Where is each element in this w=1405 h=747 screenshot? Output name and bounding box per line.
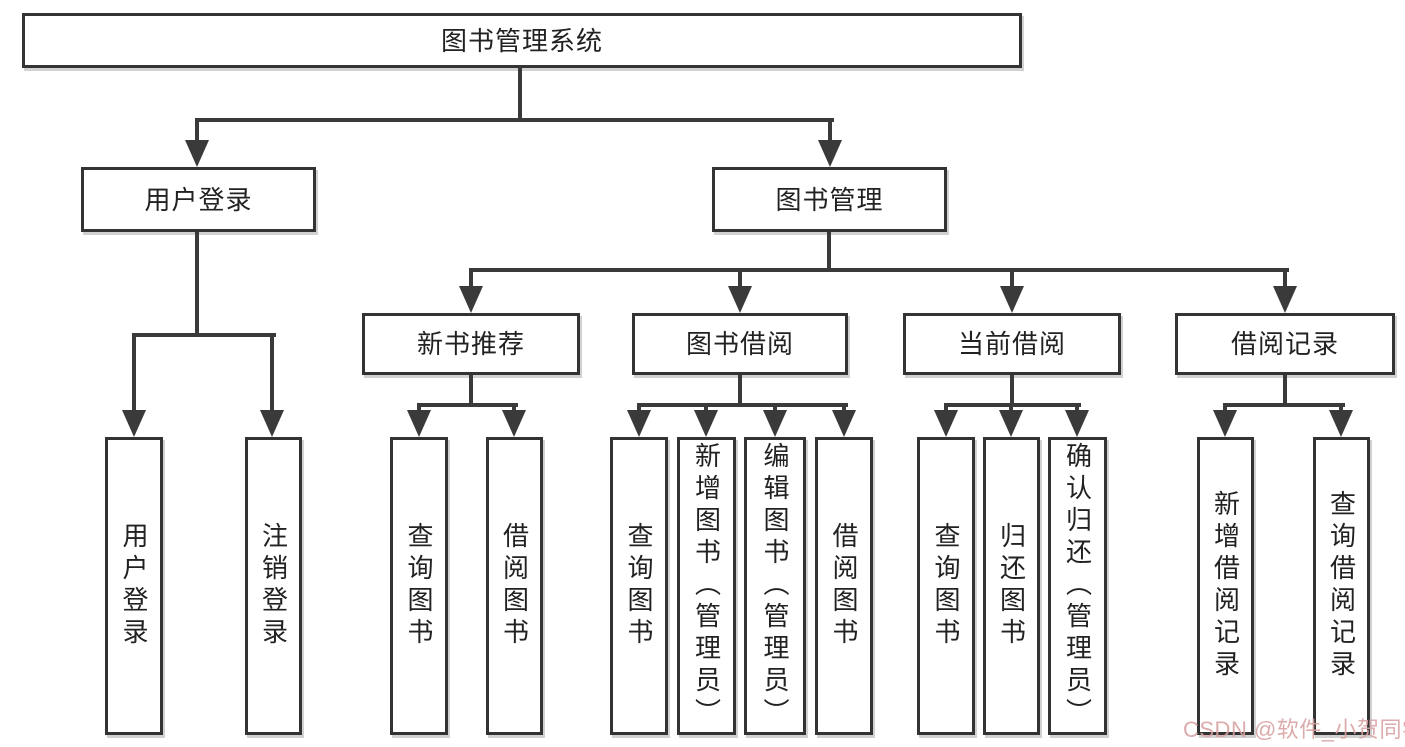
arrow-down-icon (999, 410, 1023, 437)
node-current-borrow-label: 当前借阅 (957, 329, 1066, 359)
arrow-down-icon (502, 410, 526, 437)
node-user-login-label: 用户登录 (144, 184, 253, 215)
leaf-nb-query-books-label: 查询图书 (404, 522, 434, 650)
leaf-bb-add-books-admin: 新增图书（管理员） (677, 437, 736, 735)
leaf-br-query-record: 查询借阅记录 (1313, 437, 1370, 735)
node-new-book-recommend-label: 新书推荐 (416, 329, 525, 359)
leaf-cb-query-books: 查询图书 (917, 437, 975, 735)
leaf-cb-query-books-label: 查询图书 (931, 522, 961, 650)
arrow-down-icon (832, 410, 856, 437)
leaf-bb-edit-books-admin: 编辑图书（管理员） (744, 437, 806, 735)
connector-to-current-borrow (1010, 268, 1014, 290)
arrow-down-icon (260, 410, 284, 437)
leaf-user-login-label: 用户登录 (119, 522, 149, 650)
leaf-nb-query-books: 查询图书 (390, 437, 448, 735)
arrow-down-icon (818, 140, 842, 167)
connector-to-book-borrow (738, 268, 742, 290)
node-root-label: 图书管理系统 (440, 25, 603, 56)
connector-leaf (417, 403, 421, 415)
node-book-mgmt-label: 图书管理 (775, 184, 884, 215)
leaf-nb-borrow-books-label: 借阅图书 (499, 522, 530, 650)
connector-leaf (1075, 403, 1079, 415)
arrow-down-icon (185, 140, 209, 167)
connector-leaf (773, 403, 777, 415)
leaf-logout-label: 注销登录 (258, 522, 289, 650)
leaf-br-add-record-label: 新增借阅记录 (1210, 490, 1241, 682)
connector-book-borrow-split (637, 403, 848, 407)
connector-user-login-split (132, 333, 276, 337)
connector-leaf (1009, 403, 1013, 415)
connector-leaf (842, 403, 846, 415)
arrow-down-icon (459, 286, 483, 313)
arrow-down-icon (1213, 410, 1237, 437)
connector-user-login-stem (195, 232, 199, 337)
connector-to-book-mgmt (828, 118, 832, 144)
connector-leaf (637, 403, 641, 415)
arrow-down-icon (407, 410, 431, 437)
connector-root-split (195, 118, 834, 122)
node-borrow-records-label: 借阅记录 (1230, 329, 1339, 359)
connector-borrow-records-stem (1283, 375, 1287, 405)
arrow-down-icon (1329, 410, 1353, 437)
node-book-borrow-label: 图书借阅 (685, 329, 794, 359)
connector-new-book-stem (469, 375, 473, 405)
node-current-borrow: 当前借阅 (903, 313, 1121, 375)
connector-new-book-split (417, 403, 518, 407)
leaf-bb-borrow-books-label: 借阅图书 (829, 522, 859, 650)
arrow-down-icon (728, 286, 752, 313)
leaf-cb-return-books: 归还图书 (983, 437, 1040, 735)
connector-leaf (512, 403, 516, 415)
connector-root-stem (518, 68, 522, 120)
leaf-cb-confirm-return-admin-label: 确认归还（管理员） (1062, 442, 1093, 730)
connector-borrow-records-split (1223, 403, 1345, 407)
connector-leaf (1223, 403, 1227, 415)
arrow-down-icon (1000, 286, 1024, 313)
arrow-down-icon (122, 410, 146, 437)
connector-to-leaf-user-login (132, 333, 136, 413)
arrow-down-icon (934, 410, 958, 437)
node-borrow-records: 借阅记录 (1175, 313, 1395, 375)
leaf-logout: 注销登录 (245, 437, 302, 735)
connector-to-user-login (195, 118, 199, 144)
connector-current-borrow-stem (1010, 375, 1014, 405)
connector-book-borrow-stem (738, 375, 742, 405)
connector-leaf (704, 403, 708, 415)
leaf-br-add-record: 新增借阅记录 (1197, 437, 1254, 735)
connector-to-borrow-records (1283, 268, 1287, 290)
node-user-login: 用户登录 (81, 167, 316, 232)
leaf-cb-return-books-label: 归还图书 (996, 522, 1027, 650)
arrow-down-icon (694, 410, 718, 437)
connector-book-mgmt-split (469, 268, 1289, 272)
leaf-bb-borrow-books: 借阅图书 (815, 437, 873, 735)
leaf-nb-borrow-books: 借阅图书 (486, 437, 543, 735)
node-root: 图书管理系统 (22, 13, 1022, 68)
connector-leaf (944, 403, 948, 415)
leaf-bb-query-books: 查询图书 (610, 437, 668, 735)
arrow-down-icon (1273, 286, 1297, 313)
leaf-cb-confirm-return-admin: 确认归还（管理员） (1048, 437, 1107, 735)
connector-leaf (1339, 403, 1343, 415)
leaf-user-login: 用户登录 (105, 437, 163, 735)
connector-book-mgmt-stem (827, 232, 831, 270)
arrow-down-icon (627, 410, 651, 437)
leaf-bb-add-books-admin-label: 新增图书（管理员） (691, 442, 722, 730)
node-new-book-recommend: 新书推荐 (362, 313, 580, 375)
connector-to-new-book (469, 268, 473, 290)
leaf-bb-edit-books-admin-label: 编辑图书（管理员） (760, 442, 790, 730)
node-book-mgmt: 图书管理 (712, 167, 947, 232)
arrow-down-icon (1065, 410, 1089, 437)
arrow-down-icon (763, 410, 787, 437)
leaf-bb-query-books-label: 查询图书 (624, 522, 654, 650)
leaf-br-query-record-label: 查询借阅记录 (1326, 490, 1357, 682)
node-book-borrow: 图书借阅 (632, 313, 848, 375)
connector-to-leaf-logout (270, 333, 274, 413)
csdn-watermark: CSDN @软件_小贺同学 (1183, 717, 1405, 742)
